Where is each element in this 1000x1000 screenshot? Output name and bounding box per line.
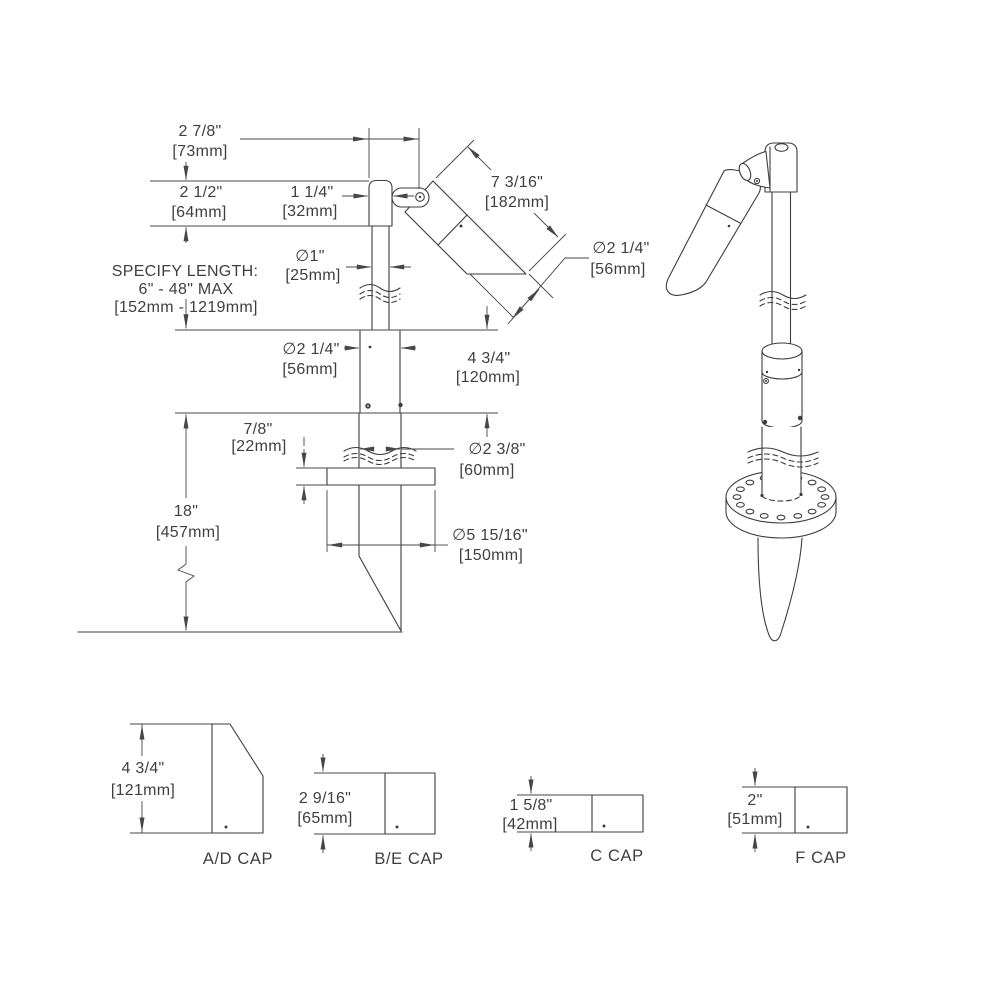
cap-c-height-in: 1 5/8" [509, 797, 552, 814]
cap-profiles [130, 723, 848, 853]
iso-head [665, 169, 761, 296]
iso-body [761, 342, 803, 429]
dimension-text: 2 7/8" [73mm] 2 1/2" [64mm] 1 1/4" [32mm… [112, 123, 650, 564]
cap-be-label: B/E CAP [374, 850, 443, 868]
iso-post [759, 191, 807, 347]
dim-head-dia-mm: [56mm] [590, 261, 645, 278]
dim-stake-dia-mm: [60mm] [459, 462, 514, 479]
front-stake-tube [343, 412, 417, 469]
specify-length-line1: SPECIFY LENGTH: [112, 263, 258, 280]
cap-f-height-mm: [51mm] [727, 811, 782, 828]
dim-flange-dia-mm: [150mm] [459, 547, 523, 564]
cap-be-height-mm: [65mm] [297, 810, 352, 827]
dim-bury-depth-mm: [457mm] [156, 524, 220, 541]
front-stem [359, 225, 401, 331]
cap-c-label: C CAP [590, 847, 643, 865]
cap-be [314, 754, 436, 853]
cap-f-label: F CAP [795, 849, 847, 867]
dim-yoke-width-mm: [32mm] [282, 203, 337, 220]
dim-flange-thickness-mm: [22mm] [231, 438, 286, 455]
cap-c-height-mm: [42mm] [502, 816, 557, 833]
dim-bury-depth-in: 18" [174, 503, 198, 520]
dim-head-length-in: 7 3/16" [491, 174, 543, 191]
cap-text: 4 3/4" [121mm] A/D CAP 2 9/16" [65mm] B/… [111, 760, 847, 868]
iso-spike [757, 537, 803, 642]
dim-head-dia-in: ∅2 1/4" [592, 240, 649, 257]
dim-body-height-in: 4 3/4" [467, 350, 510, 367]
dim-head-length-mm: [182mm] [485, 194, 549, 211]
dim-body-height-mm: [120mm] [456, 369, 520, 386]
cap-f-height-in: 2" [747, 792, 762, 809]
iso-stake-tube [747, 426, 819, 502]
front-yoke-cap [368, 179, 393, 227]
cap-ad-outline [211, 723, 264, 834]
dim-body-dia-mm: [56mm] [282, 361, 337, 378]
cap-f-outline [794, 786, 848, 834]
cap-be-height-in: 2 9/16" [299, 790, 351, 807]
dim-top-width-in: 2 7/8" [178, 123, 221, 140]
front-spike [358, 484, 402, 632]
front-head-divider [437, 214, 468, 246]
cap-ad-height-mm: [121mm] [111, 782, 175, 799]
dim-stake-dia-in: ∅2 3/8" [468, 441, 525, 458]
front-stem-break [359, 283, 401, 293]
dim-flange-thickness-in: 7/8" [243, 421, 272, 438]
cap-f [742, 768, 848, 852]
dim-top-width-mm: [73mm] [172, 143, 227, 160]
cap-be-outline [384, 772, 436, 835]
dimension-lines [150, 128, 589, 631]
dim-stem-dia-in: ∅1" [295, 248, 324, 265]
front-body-outline [359, 329, 401, 414]
cap-ad-label: A/D CAP [203, 850, 273, 868]
text-masks [104, 170, 556, 801]
iso-block-hole [774, 143, 789, 152]
front-pivot-screw [418, 195, 422, 199]
front-body-screw-right [398, 402, 403, 408]
dim-yoke-height-mm: [64mm] [171, 204, 226, 221]
dim-body-dia-in: ∅2 1/4" [282, 341, 339, 358]
front-body [359, 329, 403, 414]
iso-pivot-screw [753, 177, 761, 185]
cap-c-outline [591, 794, 644, 833]
dim-yoke-width-in: 1 1/4" [290, 184, 333, 201]
cap-ad [130, 723, 264, 834]
dim-flange-dia-in: ∅5 15/16" [452, 527, 528, 544]
cap-c [517, 776, 644, 851]
isometric-view [665, 142, 837, 642]
front-head-screw [459, 224, 463, 228]
iso-knuckle [738, 150, 771, 189]
front-view [77, 179, 527, 633]
dim-yoke-height-in: 2 1/2" [179, 184, 222, 201]
cap-ad-height-in: 4 3/4" [121, 760, 164, 777]
specify-length-line2: 6" - 48" MAX [139, 281, 234, 298]
dim-stem-dia-mm: [25mm] [285, 267, 340, 284]
front-flange [326, 467, 436, 486]
